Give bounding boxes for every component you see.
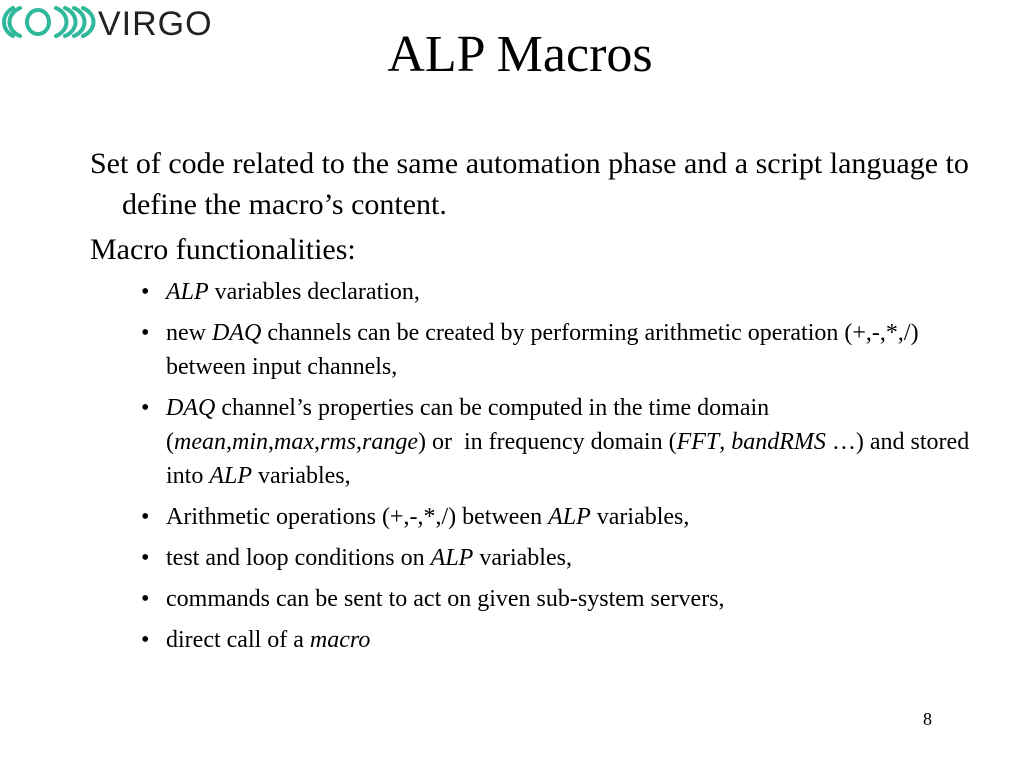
bullet-item: ALP variables declaration, [140, 275, 990, 309]
slide-body: Set of code related to the same automati… [90, 143, 990, 664]
italic-term: FFT [676, 429, 720, 455]
bullet-text: , [313, 429, 320, 455]
virgo-logo-icon: VIRGO [2, 5, 212, 42]
functionalities-heading: Macro functionalities: [90, 233, 356, 266]
italic-term: DAQ [166, 395, 216, 421]
bullet-text: new [166, 320, 212, 346]
bullet-item: direct call of a macro [140, 623, 990, 657]
bullet-text: variables, [590, 504, 690, 530]
italic-term: mean [174, 429, 226, 455]
virgo-logo: VIRGO [2, 2, 212, 42]
italic-term: macro [309, 627, 371, 653]
bullet-text: Arithmetic operations (+,-,*,/) between [166, 504, 549, 530]
italic-term: ALP [548, 504, 591, 530]
italic-term: range [361, 429, 418, 455]
bullet-text: , [267, 429, 274, 455]
italic-term: ALP [209, 463, 253, 489]
bullet-text: variables declaration, [208, 279, 420, 305]
page-number: 8 [923, 709, 932, 729]
bullet-item: test and loop conditions on ALP variable… [140, 541, 990, 575]
italic-term: bandRMS [731, 429, 826, 455]
slide-title: ALP Macros [387, 26, 653, 83]
bullet-text: ) or in frequency domain ( [417, 429, 677, 455]
bullet-text: …) and stored into [166, 429, 970, 489]
italic-term: max [273, 429, 314, 455]
italic-term: ALP [430, 545, 474, 571]
bullet-text: direct call of a [166, 627, 310, 653]
bullet-text: channels can be created by performing ar… [166, 320, 919, 380]
functionalities-list: ALP variables declaration, new DAQ channe… [140, 275, 990, 657]
bullet-text: variables, [473, 545, 572, 571]
bullet-item: Arithmetic operations (+,-,*,/) between … [140, 500, 990, 534]
logo-text: VIRGO [98, 5, 212, 42]
bullet-text: channel’s properties can be computed in … [166, 395, 770, 455]
italic-term: rms [319, 429, 356, 455]
italic-term: ALP [166, 279, 209, 305]
bullet-item: DAQ channel’s properties can be computed… [140, 391, 990, 493]
bullet-item: new DAQ channels can be created by perfo… [140, 316, 990, 384]
bullet-item: commands can be sent to act on given sub… [140, 582, 990, 616]
bullet-text: test and loop conditions on [166, 545, 431, 571]
bullet-text: variables, [252, 463, 351, 489]
bullet-text: , [355, 429, 362, 455]
italic-term: min [231, 429, 268, 455]
bullet-text: , [719, 429, 732, 455]
italic-term: DAQ [211, 320, 262, 346]
intro-paragraph: Set of code related to the same automati… [90, 147, 969, 221]
bullet-text: commands can be sent to act on given sub… [166, 586, 725, 612]
bullet-text: , [225, 429, 232, 455]
